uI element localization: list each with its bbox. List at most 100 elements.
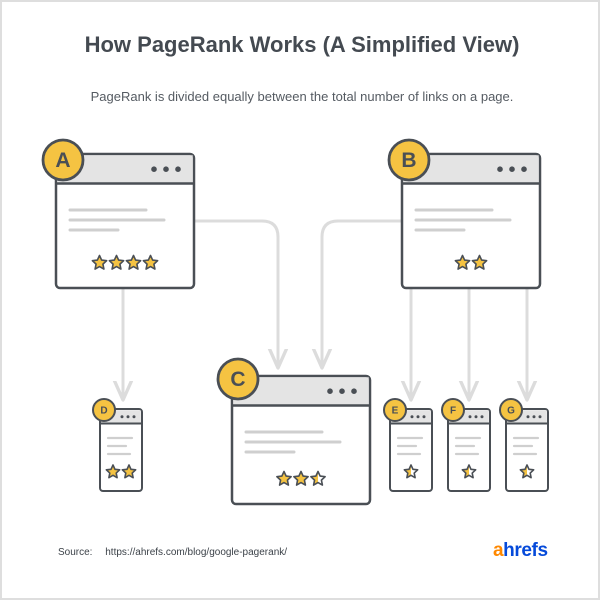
badge-circle xyxy=(92,398,116,422)
window-dot xyxy=(480,415,484,419)
window-dot xyxy=(410,415,414,419)
window-dot xyxy=(532,415,536,419)
badge-circle xyxy=(441,398,465,422)
page-b-window-dots xyxy=(497,166,527,172)
window-dot xyxy=(151,166,157,172)
page-c-label: C xyxy=(230,368,245,391)
ahrefs-logo: ahrefs xyxy=(493,540,548,562)
window-dot xyxy=(526,415,530,419)
window-dot xyxy=(339,388,345,395)
link-arrow-a-to-c xyxy=(195,219,278,368)
source-note: Source: https://ahrefs.com/blog/google-p… xyxy=(58,547,287,558)
badge-circle xyxy=(383,398,407,422)
page-f-badge: F xyxy=(441,398,465,422)
window-dot xyxy=(416,415,420,419)
page-c-badge: C xyxy=(216,357,260,401)
window-dot xyxy=(422,415,426,419)
page-g-label: G xyxy=(507,406,515,417)
star-icon xyxy=(276,470,292,486)
star-icon xyxy=(121,464,137,479)
window-dot xyxy=(509,166,515,172)
window-dot xyxy=(538,415,542,419)
page-c-rating xyxy=(276,470,326,486)
link-arrow-b-to-c xyxy=(322,219,401,368)
badge-circle xyxy=(499,398,523,422)
page-g-window xyxy=(505,408,549,492)
window-dot xyxy=(163,166,169,172)
page-a: A xyxy=(41,138,196,290)
star-icon xyxy=(310,470,326,486)
page-f-text-lines xyxy=(454,436,482,456)
page-g-rating xyxy=(519,464,535,479)
page-e-badge: E xyxy=(383,398,407,422)
source-link[interactable]: https://ahrefs.com/blog/google-pagerank/ xyxy=(105,547,288,558)
star-icon xyxy=(293,470,309,486)
page-d-badge: D xyxy=(92,398,116,422)
page-f: F xyxy=(441,398,491,492)
page-d-text-lines xyxy=(106,436,134,456)
badge-circle xyxy=(216,357,260,401)
page-b-rating xyxy=(454,254,488,270)
page-c: C xyxy=(216,357,372,506)
page-g-window-dots xyxy=(526,415,542,419)
page-e-label: E xyxy=(392,406,399,417)
star-icon xyxy=(108,254,125,270)
star-icon xyxy=(471,254,488,270)
window-dot xyxy=(126,415,130,419)
star-icon xyxy=(519,464,535,479)
page-a-text-lines xyxy=(68,208,166,232)
page-b-label: B xyxy=(401,149,416,172)
page-f-rating xyxy=(461,464,477,479)
page-f-window-dots xyxy=(468,415,484,419)
page-b-badge: B xyxy=(387,138,431,182)
star-icon xyxy=(142,254,159,270)
star-icon xyxy=(461,464,477,479)
badge-circle xyxy=(387,138,431,182)
window-dot xyxy=(468,415,472,419)
page-c-window xyxy=(230,374,372,506)
page-d-label: D xyxy=(100,406,107,417)
star-icon xyxy=(91,254,108,270)
page-e-window xyxy=(389,408,433,492)
badge-circle xyxy=(41,138,85,182)
window-dot xyxy=(327,388,333,395)
star-icon xyxy=(454,254,471,270)
star-icon xyxy=(105,464,121,479)
page-g: G xyxy=(499,398,549,492)
page-d: D xyxy=(92,398,143,492)
window-dot xyxy=(521,166,527,172)
window-dot xyxy=(497,166,503,172)
page-a-window-dots xyxy=(151,166,181,172)
page-e-window-dots xyxy=(410,415,426,419)
page-b: B xyxy=(387,138,542,290)
brand-logo-rest: hrefs xyxy=(503,540,548,561)
window-dot xyxy=(175,166,181,172)
page-f-label: F xyxy=(450,406,456,417)
window-dot xyxy=(132,415,136,419)
window-dot xyxy=(474,415,478,419)
page-a-badge: A xyxy=(41,138,85,182)
page-g-text-lines xyxy=(512,436,540,456)
window-dot xyxy=(120,415,124,419)
subtitle: PageRank is divided equally between the … xyxy=(90,89,514,104)
page-d-window-dots xyxy=(120,415,136,419)
page-b-text-lines xyxy=(414,208,512,232)
page-c-window-dots xyxy=(327,388,357,395)
page-e-text-lines xyxy=(396,436,424,456)
star-icon xyxy=(125,254,142,270)
page-d-rating xyxy=(105,464,137,479)
page-f-window xyxy=(447,408,491,492)
source-label: Source: xyxy=(58,547,93,558)
page-e-rating xyxy=(403,464,419,479)
page-e: E xyxy=(383,398,433,492)
brand-logo-a: a xyxy=(493,540,504,561)
page-title: How PageRank Works (A Simplified View) xyxy=(84,32,520,57)
star-icon xyxy=(403,464,419,479)
page-a-label: A xyxy=(55,149,70,172)
window-dot xyxy=(351,388,357,395)
page-a-rating xyxy=(91,254,159,270)
page-g-badge: G xyxy=(499,398,523,422)
page-c-text-lines xyxy=(244,430,342,454)
